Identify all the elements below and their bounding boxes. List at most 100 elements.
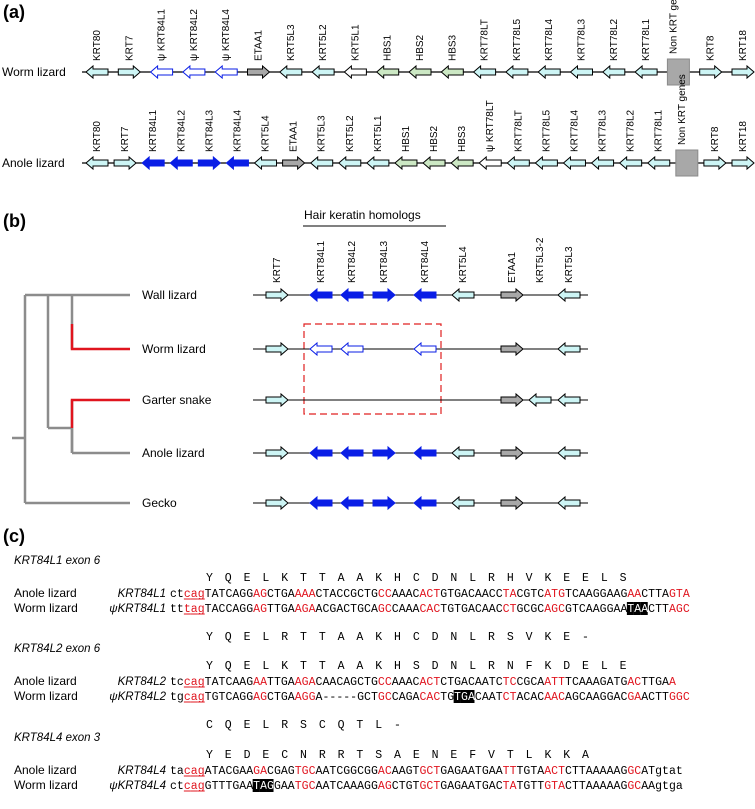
nucleotide: g bbox=[198, 603, 205, 616]
nucleotide: T bbox=[219, 691, 226, 704]
nucleotide: T bbox=[205, 676, 212, 689]
gene-arrow-krt5l3 bbox=[557, 341, 581, 357]
nucleotide: A bbox=[489, 780, 496, 793]
gene-arrow-krt7 bbox=[265, 287, 289, 303]
nucleotide: C bbox=[634, 765, 641, 778]
nucleotide: G bbox=[364, 780, 371, 793]
nucleotide: G bbox=[302, 691, 309, 704]
nucleotide: C bbox=[572, 676, 579, 689]
nucleotide: T bbox=[655, 588, 662, 601]
nucleotide: G bbox=[246, 588, 253, 601]
gene-label-krt18: KRT18 bbox=[738, 30, 749, 61]
nucleotide: G bbox=[627, 691, 634, 704]
stop-codon-highlight bbox=[640, 602, 648, 615]
nucleotide: T bbox=[648, 676, 655, 689]
gene-arrow-krt84l4 bbox=[225, 155, 249, 171]
alignment-block-title: KRT84L1 exon 6 bbox=[14, 555, 101, 567]
nucleotide: C bbox=[413, 676, 420, 689]
nucleotide: A bbox=[232, 691, 239, 704]
nucleotide: g bbox=[655, 780, 662, 793]
nucleotide: c bbox=[177, 676, 184, 689]
gene-arrow-krt80 bbox=[85, 155, 109, 171]
panel-b-header-krt84l1: KRT84L1 bbox=[316, 240, 327, 283]
gene-arrow-krt5l1 bbox=[366, 155, 390, 171]
nucleotide: T bbox=[267, 603, 274, 616]
nucleotide: T bbox=[648, 588, 655, 601]
nucleotide: A bbox=[614, 780, 621, 793]
nucleotide: A bbox=[530, 691, 537, 704]
nucleotide: G bbox=[329, 603, 336, 616]
nucleotide: T bbox=[274, 588, 281, 601]
gene-arrow-krt5l3 bbox=[309, 155, 334, 171]
nucleotide: T bbox=[454, 691, 461, 704]
nucleotide: A bbox=[309, 603, 316, 616]
nucleotide: T bbox=[399, 780, 406, 793]
nucleotide: G bbox=[440, 780, 447, 793]
alignment-gene: ψKRT84L4 bbox=[109, 780, 166, 792]
nucleotide: G bbox=[600, 691, 607, 704]
nucleotide: T bbox=[572, 765, 579, 778]
amino-acids-top: Y Q E L K T T A A K H S D N L R N F K D … bbox=[206, 660, 627, 673]
nucleotide: A bbox=[544, 676, 551, 689]
gene-arrow-etaa1 bbox=[500, 341, 524, 357]
alignment-block-2: KRT84L2 exon 6Y Q E L K T T A A K H S D … bbox=[14, 643, 690, 732]
nucleotide: G bbox=[627, 765, 634, 778]
nucleotide: T bbox=[274, 603, 281, 616]
nucleotide: A bbox=[406, 676, 413, 689]
gene-arrow-krt5l3 bbox=[557, 445, 581, 461]
gene-label-krt84l3: KRT84L3 bbox=[204, 109, 215, 152]
amino-acids-top: Y Q E L K T T A A K H C D N L R H V K E … bbox=[206, 572, 627, 585]
nucleotide: G bbox=[482, 780, 489, 793]
nucleotide: A bbox=[641, 691, 648, 704]
nucleotide: T bbox=[205, 588, 212, 601]
nucleotide: T bbox=[510, 765, 517, 778]
stop-codon-highlight bbox=[266, 779, 274, 792]
nucleotide: A bbox=[329, 588, 336, 601]
nucleotide: G bbox=[371, 780, 378, 793]
stop-codon-highlight bbox=[259, 779, 267, 792]
nucleotide: T bbox=[329, 765, 336, 778]
nucleotide: G bbox=[385, 780, 392, 793]
nucleotide: T bbox=[558, 765, 565, 778]
nucleotide: A bbox=[496, 765, 503, 778]
nucleotide: c bbox=[184, 676, 191, 689]
nucleotide: G bbox=[523, 780, 530, 793]
nucleotide: c bbox=[184, 780, 191, 793]
nucleotide: G bbox=[406, 780, 413, 793]
nucleotide: A bbox=[232, 603, 239, 616]
nucleotide: A bbox=[399, 676, 406, 689]
nucleotide: G bbox=[558, 588, 565, 601]
nucleotide: G bbox=[530, 603, 537, 616]
nucleotide: T bbox=[205, 603, 212, 616]
nucleotide: A bbox=[253, 603, 260, 616]
nucleotide: A bbox=[614, 691, 621, 704]
nucleotide: G bbox=[357, 691, 364, 704]
gene-arrow-krt78l2 bbox=[602, 64, 626, 80]
nucleotide: A bbox=[232, 676, 239, 689]
nucleotide: T bbox=[433, 780, 440, 793]
gene-arrow-krt5l2 bbox=[338, 155, 362, 171]
nucleotide: C bbox=[309, 765, 316, 778]
nucleotide: A bbox=[558, 780, 565, 793]
nucleotide: C bbox=[357, 588, 364, 601]
gene-arrow-krt5l3 bbox=[557, 287, 581, 303]
alignment-species: Worm lizard bbox=[14, 778, 78, 792]
nucleotide: C bbox=[620, 691, 627, 704]
gene-arrow-krt78lt bbox=[506, 155, 530, 171]
nucleotide: T bbox=[433, 765, 440, 778]
nucleotide: T bbox=[447, 588, 454, 601]
alignment-block-title: KRT84L4 exon 3 bbox=[14, 732, 101, 744]
nucleotide: G bbox=[246, 603, 253, 616]
panel-c-sequence-alignments: KRT84L1 exon 6 Y Q E L K T T A A K H C D … bbox=[14, 555, 690, 809]
nucleotide: A bbox=[212, 603, 219, 616]
gene-arrow-krt7 bbox=[265, 445, 289, 461]
panel-b-header-krt5l4: KRT5L4 bbox=[458, 246, 469, 283]
nucleotide: A bbox=[253, 691, 260, 704]
nucleotide: A bbox=[468, 765, 475, 778]
nucleotide: C bbox=[517, 676, 524, 689]
nucleotide: - bbox=[350, 691, 357, 704]
nucleotide: C bbox=[378, 588, 385, 601]
nucleotide: C bbox=[336, 780, 343, 793]
stop-codon-highlight bbox=[633, 602, 641, 615]
gene-arrow-krt8 bbox=[703, 155, 727, 171]
